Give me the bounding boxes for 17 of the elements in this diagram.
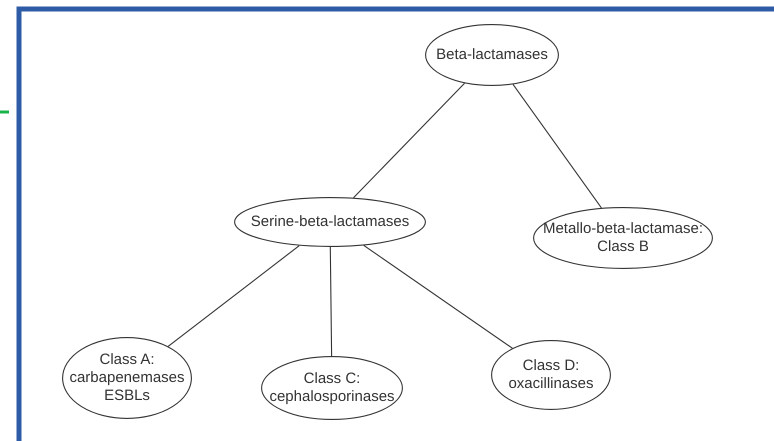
node-label: Beta-lactamases bbox=[435, 46, 549, 64]
node-label: Class C: cephalosporinases bbox=[268, 370, 396, 406]
ellipse-node bbox=[234, 197, 426, 247]
connector-line bbox=[363, 244, 513, 349]
connector-line bbox=[168, 245, 300, 347]
connector-line bbox=[512, 84, 602, 208]
ellipse-node bbox=[261, 356, 403, 420]
connector-line bbox=[353, 82, 465, 198]
node-label: Class A: carbapenemases ESBLs bbox=[68, 351, 186, 405]
ellipse-node bbox=[533, 207, 713, 269]
ellipse-node bbox=[491, 340, 611, 410]
node-label: Serine-beta-lactamases bbox=[250, 213, 410, 231]
ellipse-node bbox=[425, 24, 559, 86]
node-label: Class D: oxacillinases bbox=[507, 357, 595, 393]
node-label: Metallo-beta-lactamase: Class B bbox=[542, 220, 704, 256]
connector-line bbox=[330, 247, 332, 356]
ellipse-node bbox=[62, 337, 192, 419]
